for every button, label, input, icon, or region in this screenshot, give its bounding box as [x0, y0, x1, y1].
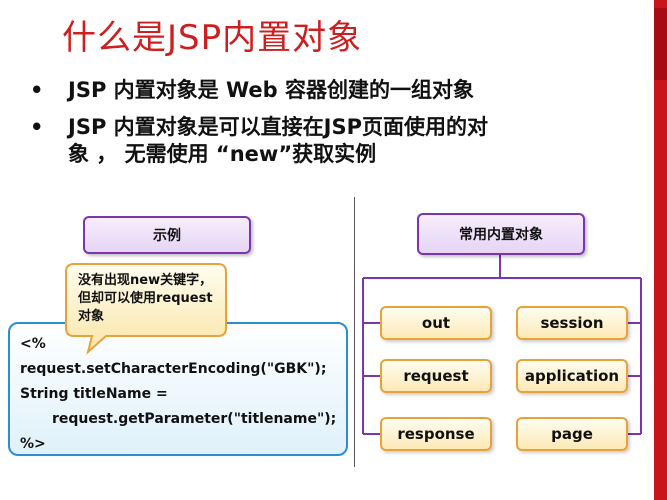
common-objects-header: 常用内置对象 — [417, 213, 585, 255]
code-line: request.setCharacterEncoding("GBK"); — [20, 361, 327, 377]
object-session: session — [516, 306, 628, 340]
code-line: String titleName = — [20, 386, 168, 402]
callout-text: 没有出现new关键字，但却可以使用request对象 — [78, 273, 213, 324]
bullet-text-2: JSP 内置对象是可以直接在JSP页面使用的对 象 ， 无需使用 “new”获取… — [68, 114, 628, 168]
callout-note: 没有出现new关键字，但却可以使用request对象 — [65, 263, 227, 355]
slide-title: 什么是JSP内置对象 — [62, 18, 363, 58]
example-header: 示例 — [83, 216, 251, 254]
object-response: response — [380, 417, 492, 451]
accent-bar — [654, 0, 667, 500]
bullet-text-2-line1: JSP 内置对象是可以直接在JSP页面使用的对 — [68, 115, 488, 139]
object-request: request — [380, 359, 492, 393]
panel-divider — [354, 197, 355, 467]
bullet-marker: • — [30, 115, 44, 139]
bullet-text-2-line2: 象 ， 无需使用 “new”获取实例 — [68, 142, 377, 166]
object-page: page — [516, 417, 628, 451]
callout-shape — [65, 263, 227, 355]
code-line: %> — [20, 436, 46, 452]
code-block: <% request.setCharacterEncoding("GBK"); … — [8, 322, 348, 456]
bullet-marker: • — [30, 78, 44, 102]
object-application: application — [516, 359, 628, 393]
object-out: out — [380, 306, 492, 340]
accent-tab — [654, 8, 667, 80]
code-line: <% — [20, 336, 46, 352]
code-line: request.getParameter("titlename"); — [52, 411, 337, 427]
bullet-text-1: JSP 内置对象是 Web 容器创建的一组对象 — [68, 78, 474, 102]
